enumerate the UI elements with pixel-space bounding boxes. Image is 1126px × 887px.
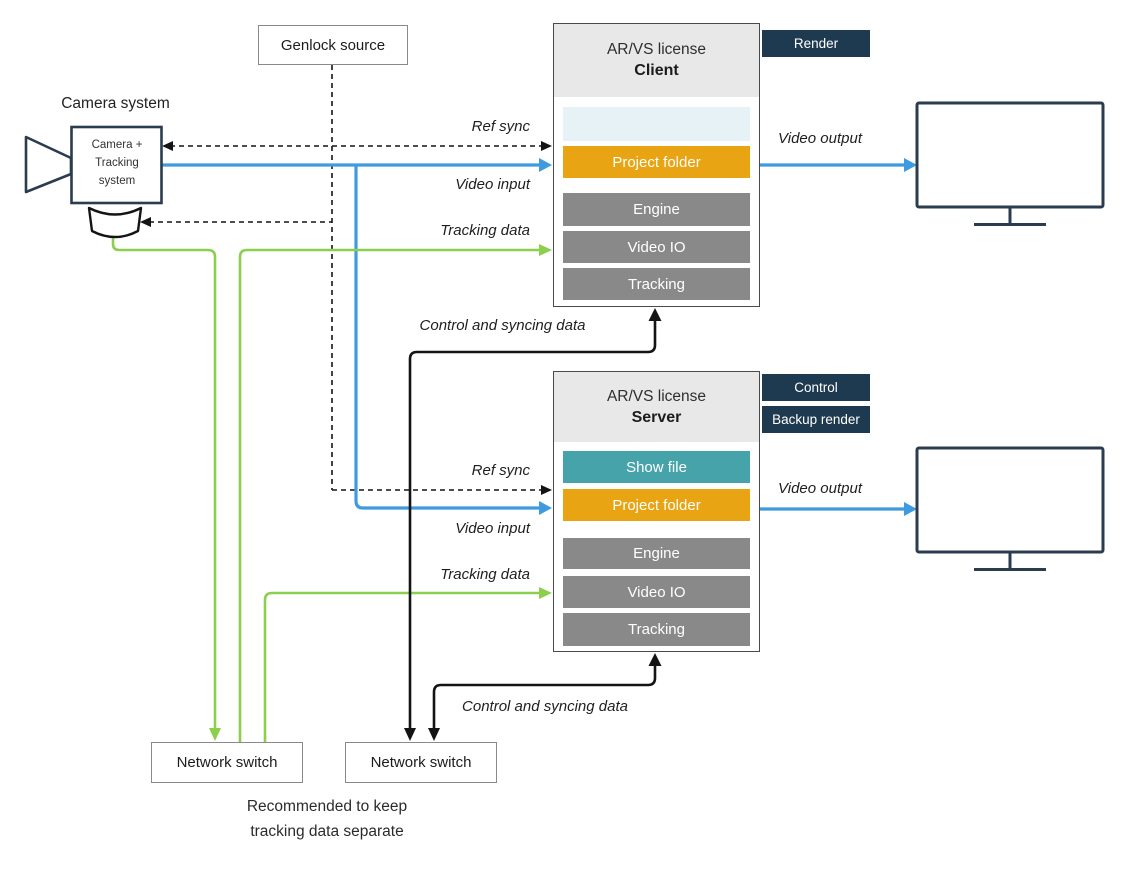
- server-row-show-file: Show file: [563, 451, 750, 483]
- tracking-data-server-label: Tracking data: [440, 566, 530, 583]
- client-role-label: Client: [634, 62, 679, 79]
- tracking-camera-to-switch-line: [111, 231, 217, 728]
- control-client-line: [408, 320, 657, 728]
- server-role-label: Server: [631, 408, 682, 426]
- video-input-server-label: Video input: [455, 520, 530, 537]
- server-license-label: AR/VS license: [606, 387, 707, 405]
- client-row-engine: Engine: [563, 193, 750, 226]
- camera-box-label: Camera + Tracking system: [91, 139, 143, 187]
- tracking-arrowheads: [209, 244, 552, 741]
- client-row-video-io: Video IO: [563, 231, 750, 263]
- genlock-source-box: Genlock source: [258, 25, 408, 65]
- tracking-switch-to-server-line: [263, 591, 539, 742]
- monitor-icon: [915, 446, 1105, 571]
- video-arrowheads: [539, 158, 917, 516]
- tracking-switch-to-client-line: [238, 248, 539, 742]
- video-output-client-label: Video output: [778, 130, 862, 147]
- ref-sync-lines: [149, 65, 542, 491]
- render-badge: Render: [762, 30, 870, 57]
- tracking-note: Recommended to keep tracking data separa…: [246, 798, 408, 840]
- network-switch-tracking-box: Network switch: [151, 742, 303, 783]
- tracking-data-client-label: Tracking data: [440, 222, 530, 239]
- server-row-tracking: Tracking: [563, 613, 750, 646]
- ref-sync-arrowheads: [140, 141, 552, 495]
- camera-icon: [24, 125, 163, 239]
- camera-system-title: Camera system: [61, 95, 170, 112]
- video-lines: [162, 163, 904, 511]
- server-unit-box: AR/VS license Server Show file Project f…: [553, 371, 760, 652]
- control-arrowheads: [404, 308, 662, 741]
- backup-render-badge: Backup render: [762, 406, 870, 433]
- client-row-project-folder: Project folder: [563, 146, 750, 178]
- control-lines: [408, 320, 657, 728]
- ref-sync-server-label: Ref sync: [471, 462, 530, 479]
- control-badge: Control: [762, 374, 870, 401]
- network-switch-control-box: Network switch: [345, 742, 497, 783]
- client-row-tracking: Tracking: [563, 268, 750, 300]
- video-input-client-label: Video input: [455, 176, 530, 193]
- server-unit-header: AR/VS license Server: [554, 372, 759, 442]
- server-row-project-folder: Project folder: [563, 489, 750, 521]
- client-license-label: AR/VS license: [606, 41, 707, 58]
- tracking-lines: [111, 231, 539, 742]
- server-row-video-io: Video IO: [563, 576, 750, 608]
- ref-sync-client-label: Ref sync: [471, 118, 530, 135]
- video-output-server-label: Video output: [778, 480, 862, 497]
- tracking-sensor-icon: [87, 206, 143, 239]
- control-server-label: Control and syncing data: [462, 698, 628, 715]
- client-unit-box: AR/VS license Client Project folder Engi…: [553, 23, 760, 307]
- client-row-placeholder: [563, 107, 750, 141]
- control-client-label: Control and syncing data: [419, 317, 586, 334]
- video-input-server-line: [354, 165, 539, 510]
- client-unit-header: AR/VS license Client: [554, 24, 759, 97]
- control-server-line: [432, 664, 657, 728]
- monitor-icon: [915, 101, 1105, 226]
- server-row-engine: Engine: [563, 538, 750, 569]
